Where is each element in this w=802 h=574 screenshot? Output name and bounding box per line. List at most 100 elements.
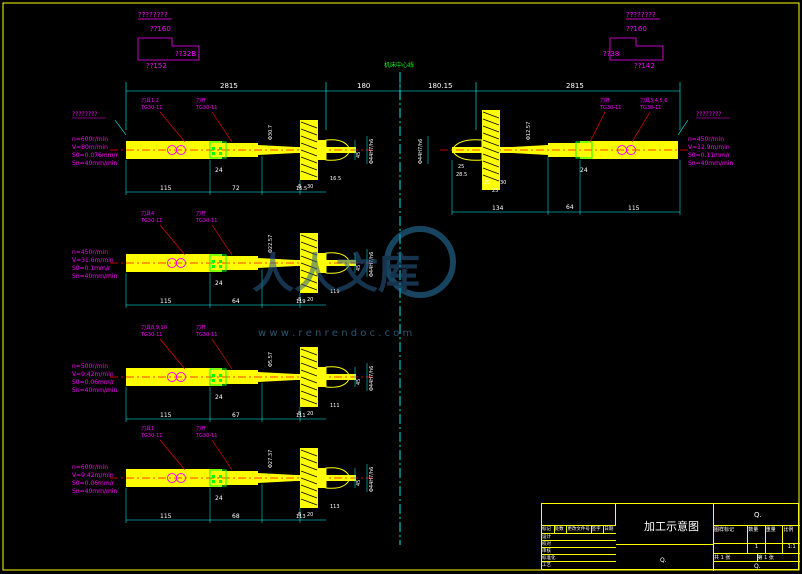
dim-a: 115 xyxy=(160,412,172,419)
header-right-box xyxy=(609,37,664,61)
right-dim-a: 134 xyxy=(492,205,504,212)
leader-line xyxy=(211,224,233,256)
hatch xyxy=(300,491,318,499)
tool-tag-b-sub: TG30-11 xyxy=(195,332,217,338)
leader-line xyxy=(159,439,186,471)
top-dimension-chain xyxy=(125,82,681,130)
hatch xyxy=(300,397,318,405)
title-block-company-cell: Q. xyxy=(616,544,714,571)
sign-label-mark: 标记 xyxy=(542,526,555,533)
leader-line xyxy=(631,111,651,143)
hatch xyxy=(300,463,318,471)
hatch xyxy=(300,498,318,506)
col-header-weight: 重量 xyxy=(766,526,784,543)
row-param: V=80m/min xyxy=(72,144,108,151)
dim-d: 8 xyxy=(298,297,301,303)
hatch xyxy=(300,376,318,384)
clamp-mark xyxy=(219,265,222,268)
hatch xyxy=(300,276,318,284)
tool-tag-b-sub: TG30-11 xyxy=(195,218,217,224)
hatch xyxy=(300,348,318,356)
hatch xyxy=(300,234,318,242)
tool-tag-a-sub: TG30-11 xyxy=(140,332,162,338)
hatch xyxy=(300,255,318,263)
header-left-dim-c: ??152 xyxy=(146,62,167,70)
clamp-mark xyxy=(219,147,222,150)
workpiece xyxy=(318,140,326,160)
hatch xyxy=(300,283,318,291)
tool-row-4: n=600r/minV=9.42m/minS0=0.06mm/rSn=40mm/… xyxy=(72,425,375,523)
header-left-dim-b: ??32B xyxy=(175,50,196,58)
clamp-insert xyxy=(209,469,227,487)
dim-diameter: Φ27.37 xyxy=(268,450,274,468)
leader-line xyxy=(159,338,186,370)
dim-top-left: 2815 xyxy=(220,82,238,90)
dim-d: 8 xyxy=(298,411,301,417)
val-qty: 1 xyxy=(748,544,766,553)
dim-b: 24 xyxy=(215,495,223,502)
tool-tag-b: 刀杆 xyxy=(196,425,206,432)
right-param: V=12.9m/min xyxy=(688,144,730,151)
header-right-dim-b: ??38 xyxy=(603,50,619,58)
tool-tag-b-sub: TG30-11 xyxy=(195,433,217,439)
sign-label-date: 日期 xyxy=(604,527,614,532)
sheet-total: 共 1 张 xyxy=(714,554,758,561)
right-dim-f: 28.5 xyxy=(456,172,467,178)
dim-b: 24 xyxy=(215,280,223,287)
title-block-attr-table: 图样标记 数量 重量 比例 xyxy=(714,526,800,544)
workpiece-profile xyxy=(325,467,351,489)
side-label-right: ???????? xyxy=(696,111,721,118)
title-block-values: 1 1:1 xyxy=(714,544,800,554)
dim-g: 45 xyxy=(356,265,362,271)
title-block-sheets: 共 1 张 第 1 张 xyxy=(714,554,800,562)
right-dim-h: 25 xyxy=(492,188,498,194)
dim-d: 8 xyxy=(298,512,301,518)
leader-line xyxy=(211,439,233,471)
right-tag-a: 刀杆 xyxy=(600,97,610,104)
dim-a: 115 xyxy=(160,185,172,192)
sign-row-review: 审核 xyxy=(542,548,616,555)
title-bottom-mark: Q. xyxy=(660,557,667,564)
sign-row-design: 设计 xyxy=(542,534,616,541)
right-dim-c: 115 xyxy=(628,205,640,212)
hatch xyxy=(300,241,318,249)
workpiece xyxy=(318,367,326,387)
sign-label-count: 处数 xyxy=(555,526,568,533)
hatch xyxy=(300,355,318,363)
tool-tag-a-sub: TG30-11 xyxy=(140,105,162,111)
dim-f: 111 xyxy=(330,403,340,409)
dim-f2: 111 xyxy=(296,413,306,419)
clamp-mark xyxy=(219,152,222,155)
dim-g: 45 xyxy=(356,480,362,486)
clamp-mark xyxy=(212,480,215,483)
col-header-marking: 图样标记 xyxy=(714,526,749,543)
dim-e: 20 xyxy=(307,512,313,518)
spindle-hole xyxy=(176,145,186,155)
row-param: V=9.42m/min xyxy=(72,371,114,378)
hatch xyxy=(300,362,318,370)
dim-f: 119 xyxy=(330,289,340,295)
hatch xyxy=(482,132,500,140)
tool-row-2: n=450r/minV=31.6m/minS0=0.1mm/rSn=40mm/m… xyxy=(72,210,375,308)
sign-label-sign: 签字 xyxy=(592,526,605,533)
dim-diameter: Φ30.7 xyxy=(268,125,274,140)
center-line-label: 机床中心线 xyxy=(384,61,414,69)
sheet-current: 第 1 张 xyxy=(757,555,774,561)
right-tool-row: n=450r/minV=12.9m/minS0=0.11mm/rSn=40mm/… xyxy=(418,97,733,215)
hatch xyxy=(300,470,318,478)
hatch xyxy=(482,146,500,154)
fixture-plate xyxy=(300,347,318,407)
right-tag-b-sub: TG30-11 xyxy=(639,105,661,111)
header-right-dim-a: ??160 xyxy=(626,25,647,33)
title-block-revision-area xyxy=(542,504,616,526)
sign-label-doc: 更改文件号 xyxy=(567,526,592,533)
dim-e: 30 xyxy=(307,184,313,190)
right-dim-d: 24 xyxy=(580,167,588,174)
row-param: Sn=40mm/min xyxy=(72,160,117,167)
hatch xyxy=(300,369,318,377)
title-block-top-right: Q. xyxy=(714,504,800,526)
header-right-dim-c: ??142 xyxy=(634,62,655,70)
dim-f2: 16.5 xyxy=(296,186,307,192)
right-shank xyxy=(512,145,548,155)
